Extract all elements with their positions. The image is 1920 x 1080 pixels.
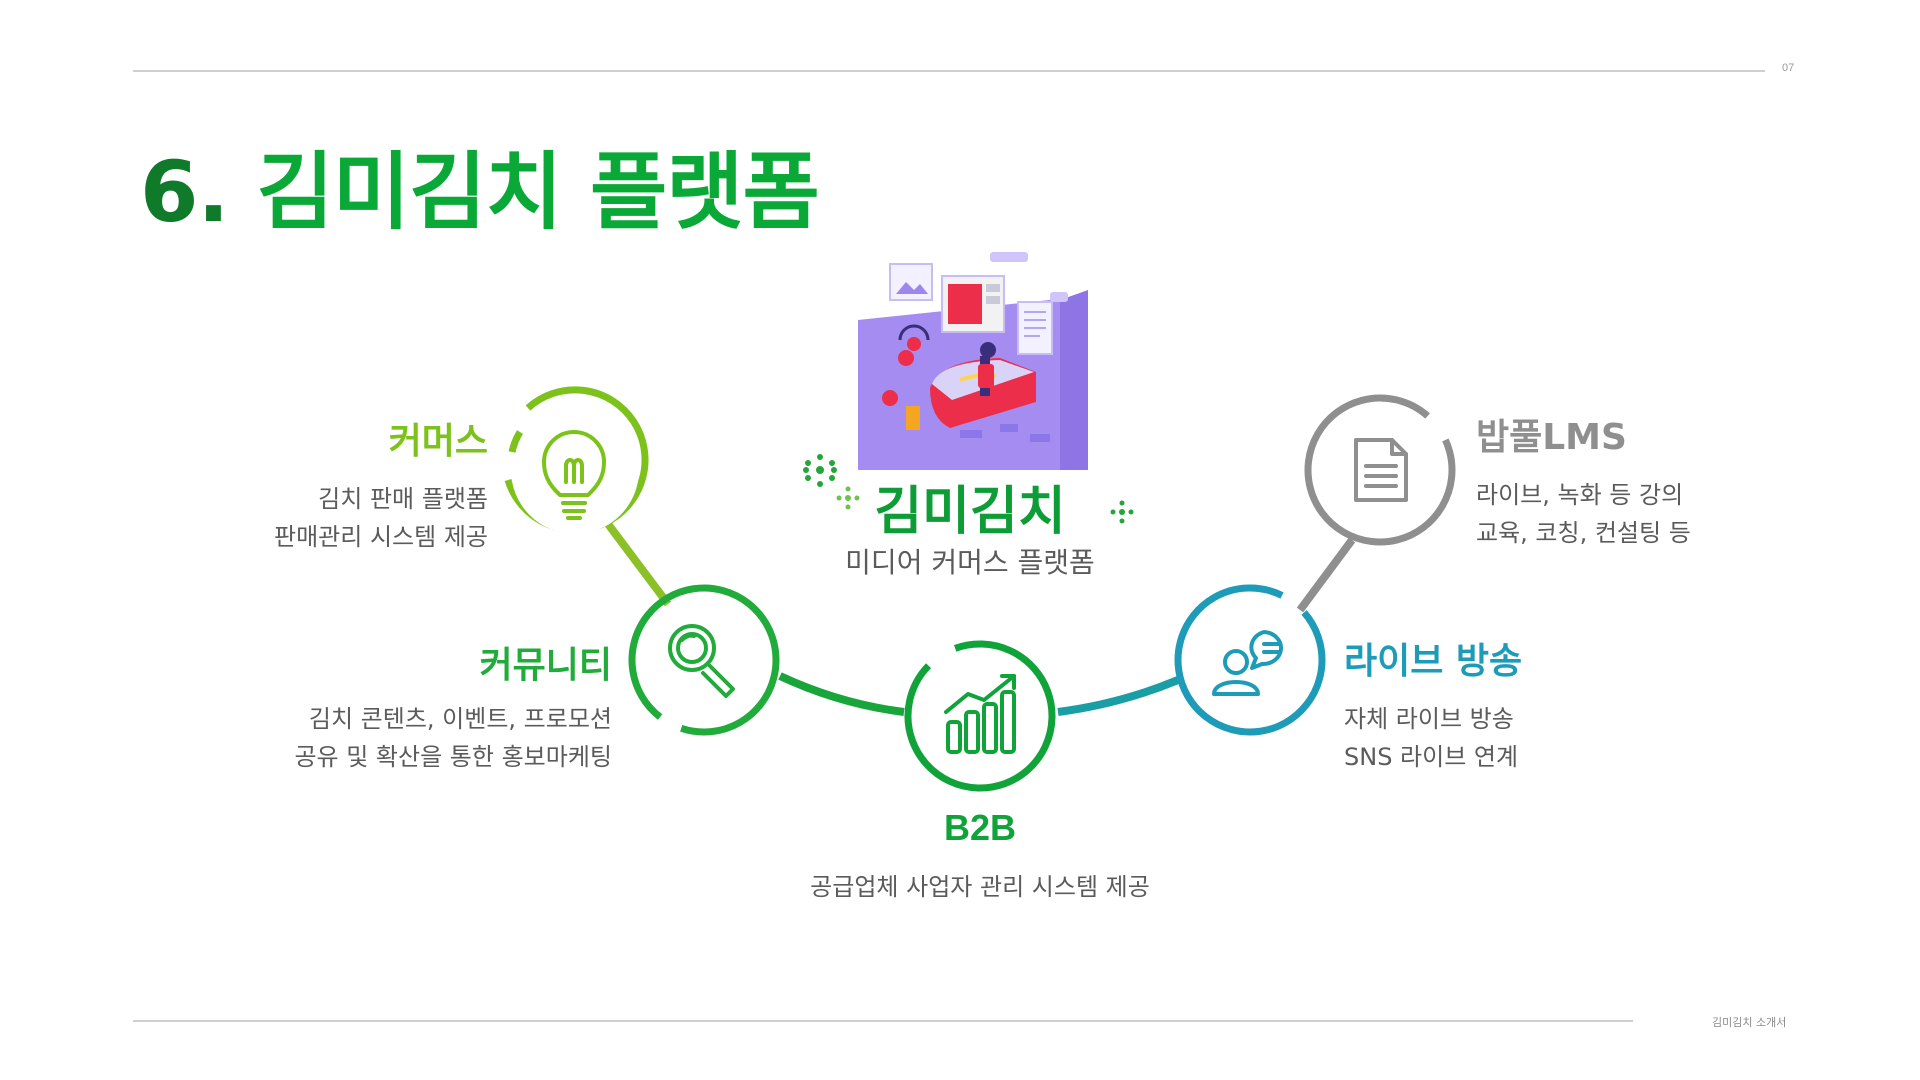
lms-line-2: 교육, 코칭, 컨설팅 등 <box>1476 519 1691 547</box>
lms-title: 밥풀LMS <box>1476 417 1627 458</box>
commerce-line-2: 판매관리 시스템 제공 <box>274 523 488 551</box>
b2b-title: B2B <box>943 807 1017 848</box>
sparkle-icon <box>803 454 837 487</box>
b2b-description: 공급업체 사업자 관리 시스템 제공 <box>780 868 1180 906</box>
document-icon <box>1354 438 1408 502</box>
connector-live-lms <box>1296 537 1356 613</box>
community-circle <box>628 584 780 736</box>
lightbulb-icon <box>542 430 606 520</box>
connector-b2b-live <box>1057 676 1180 716</box>
commerce-line-1: 김치 판매 플랫폼 <box>318 485 488 513</box>
footer-brand: 김미김치 소개서 <box>1712 1016 1787 1029</box>
live-description: 자체 라이브 방송 SNS 라이브 연계 <box>1344 700 1518 776</box>
title-text: 김미김치 플랫폼 <box>256 143 820 241</box>
live-circle <box>1174 584 1326 736</box>
live-line-2: SNS 라이브 연계 <box>1344 743 1519 771</box>
live-line-1: 자체 라이브 방송 <box>1344 705 1514 733</box>
lms-description: 라이브, 녹화 등 강의 교육, 코칭, 컨설팅 등 <box>1476 476 1691 552</box>
top-divider <box>133 70 1765 72</box>
community-description: 김치 콘텐츠, 이벤트, 프로모션 공유 및 확산을 통한 홍보마케팅 <box>212 700 612 776</box>
center-subtitle: 미디어 커머스 플랫폼 <box>845 546 1095 579</box>
b2b-circle <box>904 640 1056 792</box>
commerce-description: 김치 판매 플랫폼 판매관리 시스템 제공 <box>188 480 488 556</box>
page-number: 07 <box>1782 62 1795 74</box>
b2b-line-1: 공급업체 사업자 관리 시스템 제공 <box>810 873 1150 901</box>
community-line-1: 김치 콘텐츠, 이벤트, 프로모션 <box>308 705 612 733</box>
chat-user-icon <box>1212 630 1284 696</box>
center-name: 김미김치 <box>874 482 1066 542</box>
connector-commerce-community <box>601 517 672 607</box>
magnifier-icon <box>668 624 735 698</box>
bottom-divider <box>133 1020 1633 1022</box>
media-illustration <box>858 252 1088 470</box>
connector-community-b2b <box>778 672 905 716</box>
community-line-2: 공유 및 확산을 통한 홍보마케팅 <box>294 743 612 771</box>
commerce-title: 커머스 <box>388 421 488 462</box>
title-number: 6. <box>140 143 229 241</box>
lms-circle <box>1304 394 1456 546</box>
sparkle-icon <box>1110 500 1134 524</box>
community-title: 커뮤니티 <box>479 645 612 686</box>
sparkle-icon <box>836 486 860 510</box>
bar-chart-icon <box>944 674 1016 754</box>
lms-line-1: 라이브, 녹화 등 강의 <box>1476 481 1684 509</box>
live-title: 라이브 방송 <box>1344 641 1523 682</box>
page-title: 6. 김미김치 플랫폼 <box>140 150 820 234</box>
